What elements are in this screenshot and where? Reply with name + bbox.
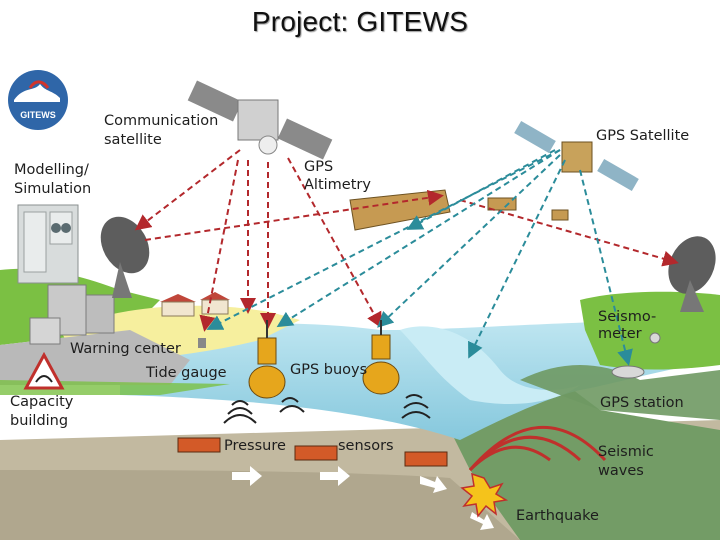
label-warning-center: Warning center xyxy=(70,341,181,357)
acoustic-signal-arcs xyxy=(223,394,431,424)
continental-shelf xyxy=(520,365,720,420)
subducting-plate xyxy=(0,470,520,540)
label-seismic-line1: Seismic xyxy=(598,444,654,460)
gps-station-icon xyxy=(611,365,645,379)
label-seismic-line2: waves xyxy=(598,463,644,479)
gitews-logo: GITEWS xyxy=(8,70,68,130)
left-dish-icon xyxy=(100,216,150,298)
label-capacity-line1: Capacity xyxy=(10,394,74,410)
gps-satellite-icon xyxy=(514,120,639,192)
label-gps-buoys: GPS buoys xyxy=(290,362,367,378)
seismometer-icon xyxy=(649,332,661,344)
label-sensors: sensors xyxy=(338,438,394,454)
communication-arrows xyxy=(134,149,679,332)
label-comm-sat-line2: satellite xyxy=(104,132,162,148)
pressure-sensor-icon xyxy=(177,437,448,467)
label-gps-satellite: GPS Satellite xyxy=(596,128,689,144)
label-gps-station: GPS station xyxy=(600,395,684,411)
plate-motion-arrows xyxy=(232,466,494,530)
label-earthquake: Earthquake xyxy=(516,508,599,524)
label-modelling-line2: Simulation xyxy=(14,181,91,197)
logo-text: GITEWS xyxy=(20,110,56,120)
seismic-waves xyxy=(468,426,607,472)
tide-gauge-icon xyxy=(198,338,206,348)
label-capacity-line2: building xyxy=(10,413,68,429)
label-gps-altimetry-line1: GPS xyxy=(304,159,333,175)
warning-sign-icon xyxy=(23,351,65,390)
earthquake-icon xyxy=(460,472,509,518)
label-pressure: Pressure xyxy=(224,438,286,454)
gps-buoy-icon xyxy=(362,320,400,395)
communication-satellite-icon xyxy=(187,80,333,160)
label-gps-altimetry-line2: Altimetry xyxy=(304,177,371,193)
label-tide-gauge: Tide gauge xyxy=(145,365,227,381)
crust-layer xyxy=(0,380,720,540)
altimetry-satellite-icon xyxy=(349,189,569,231)
gps-buoy-icon xyxy=(248,320,286,399)
label-modelling-line1: Modelling/ xyxy=(14,162,89,178)
page-title: Project: GITEWS xyxy=(251,6,469,37)
label-seismometer-line1: Seismo- xyxy=(598,309,656,325)
gps-arrows xyxy=(206,149,633,366)
label-seismometer-line2: meter xyxy=(598,326,642,342)
tsunami-wave xyxy=(400,326,580,405)
right-dish-icon xyxy=(668,236,716,312)
computer-center-icon xyxy=(17,204,79,284)
gitews-diagram: GITEWS xyxy=(0,70,720,540)
label-comm-sat-line1: Communication xyxy=(104,113,218,129)
